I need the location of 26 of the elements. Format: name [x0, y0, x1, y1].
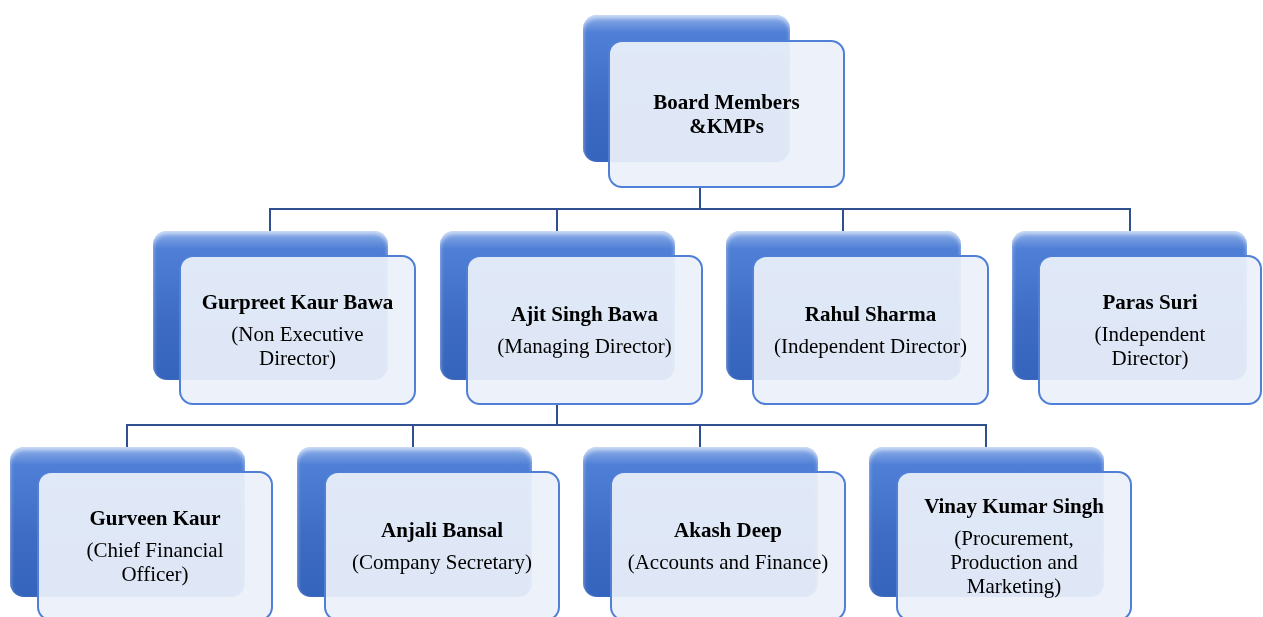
person-name: Akash Deep	[674, 518, 782, 542]
role-label: (Chief Financial Officer)	[85, 538, 225, 586]
role-label: (Independent Director)	[1093, 322, 1207, 370]
role-label: (Independent Director)	[774, 334, 967, 358]
role-label: (Company Secretary)	[351, 550, 533, 574]
person-name: Rahul Sharma	[804, 302, 937, 326]
org-chart-box	[10, 447, 273, 617]
role-label: (Accounts and Finance)	[627, 550, 829, 574]
person-name: Board Members &KMPs	[652, 90, 801, 138]
person-name: Gurpreet Kaur Bawa	[201, 290, 394, 314]
org-chart-box	[726, 231, 989, 405]
person-name: Ajit Singh Bawa	[511, 302, 658, 326]
role-label: (Managing Director)	[497, 334, 672, 358]
org-chart-box	[583, 447, 846, 617]
org-chart-box	[297, 447, 560, 617]
person-name: Paras Suri	[1102, 290, 1198, 314]
person-name: Vinay Kumar Singh	[924, 494, 1104, 518]
person-name: Anjali Bansal	[381, 518, 503, 542]
role-label: (Procurement, Production and Marketing)	[949, 526, 1079, 598]
role-label: (Non Executive Director)	[230, 322, 365, 370]
org-chart-box	[153, 231, 416, 405]
org-chart-box	[869, 447, 1132, 617]
person-name: Gurveen Kaur	[89, 506, 221, 530]
org-chart-box	[583, 15, 845, 188]
org-chart-box	[1012, 231, 1262, 405]
org-chart-box	[440, 231, 703, 405]
